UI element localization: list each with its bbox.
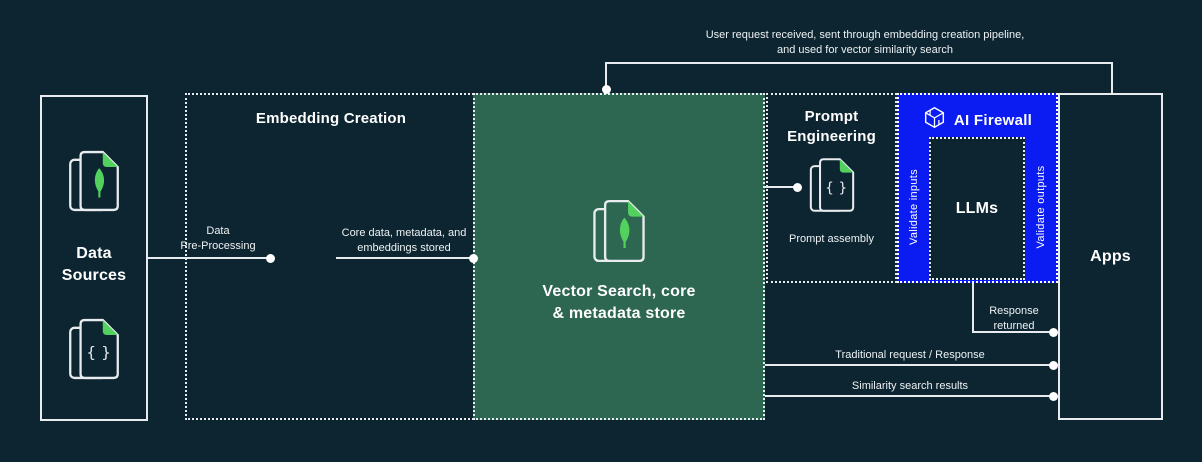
connector-dot-similarity bbox=[1049, 392, 1058, 401]
prompt-engineering-region: Prompt Engineering { } Prompt assembly bbox=[766, 93, 897, 283]
validate-outputs-label: Validate outputs bbox=[1035, 147, 1047, 267]
svg-text:{ }: { } bbox=[86, 343, 111, 361]
prompt-assembly-text: Prompt assembly bbox=[789, 233, 874, 245]
embedding-creation-title: Embedding Creation bbox=[187, 109, 475, 129]
connector-dot-traditional bbox=[1049, 361, 1058, 370]
response-returned-line2: returned bbox=[993, 319, 1035, 332]
core-data-line1: Core data, metadata, and bbox=[341, 227, 467, 239]
json-document-stack-icon: { } bbox=[68, 318, 120, 385]
ai-firewall-title: AI Firewall bbox=[953, 111, 1033, 129]
edge-traditional-request bbox=[765, 364, 1055, 366]
data-preprocessing-label: Data Pre-Processing bbox=[166, 224, 270, 253]
prompt-engineering-title-line2: Engineering bbox=[787, 127, 876, 145]
edge-data-sources-to-preprocessing bbox=[148, 257, 270, 259]
validate-inputs-label: Validate inputs bbox=[908, 147, 920, 267]
similarity-results-label: Similarity search results bbox=[765, 379, 1055, 394]
connector-dot-vector-store-top bbox=[602, 85, 611, 94]
vector-store-box: Vector Search, core & metadata store bbox=[473, 93, 765, 420]
connector-dot-response bbox=[1049, 328, 1058, 337]
ai-firewall-box: AI Firewall Validate inputs Validate out… bbox=[897, 93, 1058, 283]
vector-store-title: Vector Search, core & metadata store bbox=[542, 281, 695, 324]
apps-title: Apps bbox=[1090, 247, 1131, 265]
user-request-label: User request received, sent through embe… bbox=[645, 28, 1085, 57]
validate-outputs-text: Validate outputs bbox=[1035, 165, 1047, 249]
embedding-creation-title-text: Embedding Creation bbox=[255, 110, 407, 127]
connector-dot-vector-store-input bbox=[469, 254, 478, 263]
mongodb-document-stack-icon bbox=[68, 150, 120, 217]
user-request-line2: and used for vector similarity search bbox=[776, 43, 954, 56]
vector-store-title-line1: Vector Search, core bbox=[542, 282, 696, 300]
connector-dot-prompt-input bbox=[793, 183, 802, 192]
edge-embedding-to-vector-store bbox=[336, 257, 473, 259]
validate-inputs-text: Validate inputs bbox=[908, 169, 920, 245]
svg-text:{ }: { } bbox=[825, 180, 847, 196]
data-sources-box: Data Sources { } bbox=[40, 95, 148, 421]
traditional-request-text: Traditional request / Response bbox=[835, 349, 985, 361]
core-data-label: Core data, metadata, and embeddings stor… bbox=[332, 226, 476, 255]
data-sources-title-line1: Data bbox=[76, 245, 112, 262]
data-sources-title: Data Sources bbox=[42, 243, 146, 286]
user-request-line1: User request received, sent through embe… bbox=[705, 29, 1025, 41]
data-sources-title-line2: Sources bbox=[61, 266, 127, 284]
edge-response-horizontal bbox=[972, 331, 1054, 333]
prompt-assembly-label: Prompt assembly bbox=[768, 232, 895, 247]
mongodb-document-stack-icon bbox=[592, 199, 646, 268]
prompt-engineering-title-line1: Prompt bbox=[804, 108, 859, 125]
llms-title: LLMs bbox=[955, 199, 999, 217]
edge-user-request-horizontal bbox=[605, 62, 1113, 64]
response-returned-label: Response returned bbox=[980, 304, 1048, 333]
data-preprocessing-line1: Data bbox=[206, 225, 230, 237]
llms-box: LLMs bbox=[929, 137, 1025, 280]
ai-firewall-header: AI Firewall bbox=[899, 106, 1056, 134]
vector-store-title-line2: & metadata store bbox=[552, 304, 686, 322]
response-returned-line1: Response bbox=[989, 305, 1039, 317]
prompt-engineering-title: Prompt Engineering bbox=[768, 107, 895, 146]
json-document-stack-icon: { } bbox=[809, 157, 855, 218]
edge-response-vertical bbox=[972, 283, 974, 333]
edge-user-request-vertical-right bbox=[1111, 62, 1113, 95]
core-data-line2: embeddings stored bbox=[357, 241, 451, 254]
connector-dot-preprocessing bbox=[266, 254, 275, 263]
traditional-request-label: Traditional request / Response bbox=[765, 348, 1055, 363]
edge-vector-store-to-prompt bbox=[765, 186, 799, 188]
edge-similarity-results bbox=[765, 395, 1055, 397]
edge-user-request-vertical-left bbox=[605, 62, 607, 90]
ai-firewall-icon bbox=[923, 106, 946, 134]
data-preprocessing-line2: Pre-Processing bbox=[180, 239, 256, 252]
apps-box: Apps bbox=[1058, 93, 1163, 420]
similarity-results-text: Similarity search results bbox=[851, 380, 969, 392]
